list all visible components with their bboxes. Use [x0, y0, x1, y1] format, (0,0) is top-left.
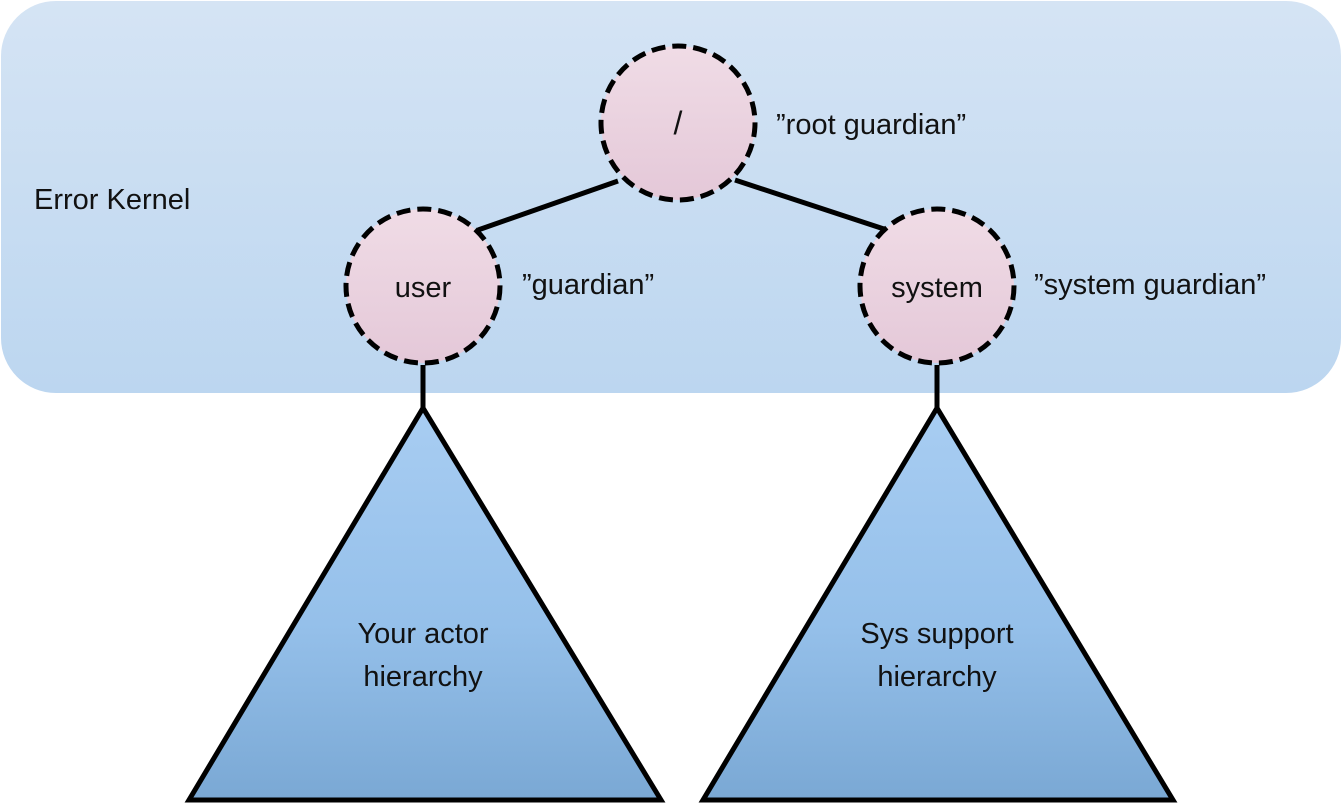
user-hierarchy-triangle: [184, 403, 666, 803]
root-guardian-node-label: /: [674, 105, 683, 141]
user-guardian-annotation: ”guardian”: [522, 269, 654, 301]
user-guardian-node-label: user: [395, 272, 452, 304]
root-guardian-annotation: ”root guardian”: [776, 109, 966, 141]
edge-root-system: [734, 177, 885, 232]
system-guardian-annotation: ”system guardian”: [1034, 269, 1266, 301]
system-hierarchy-triangle: [698, 403, 1178, 803]
system-guardian-node-label: system: [891, 272, 983, 304]
system-hierarchy-label-line2: hierarchy: [877, 661, 997, 693]
system-hierarchy-label-line1: Sys support: [860, 618, 1013, 650]
edge-root-user: [477, 178, 619, 233]
user-hierarchy-label-line2: hierarchy: [363, 661, 483, 693]
error-kernel-label: Error Kernel: [34, 184, 190, 216]
system-guardian-node: [857, 206, 1017, 366]
user-guardian-node: [343, 206, 503, 366]
user-hierarchy-label-line1: Your actor: [357, 618, 488, 650]
root-guardian-node: [598, 43, 758, 203]
